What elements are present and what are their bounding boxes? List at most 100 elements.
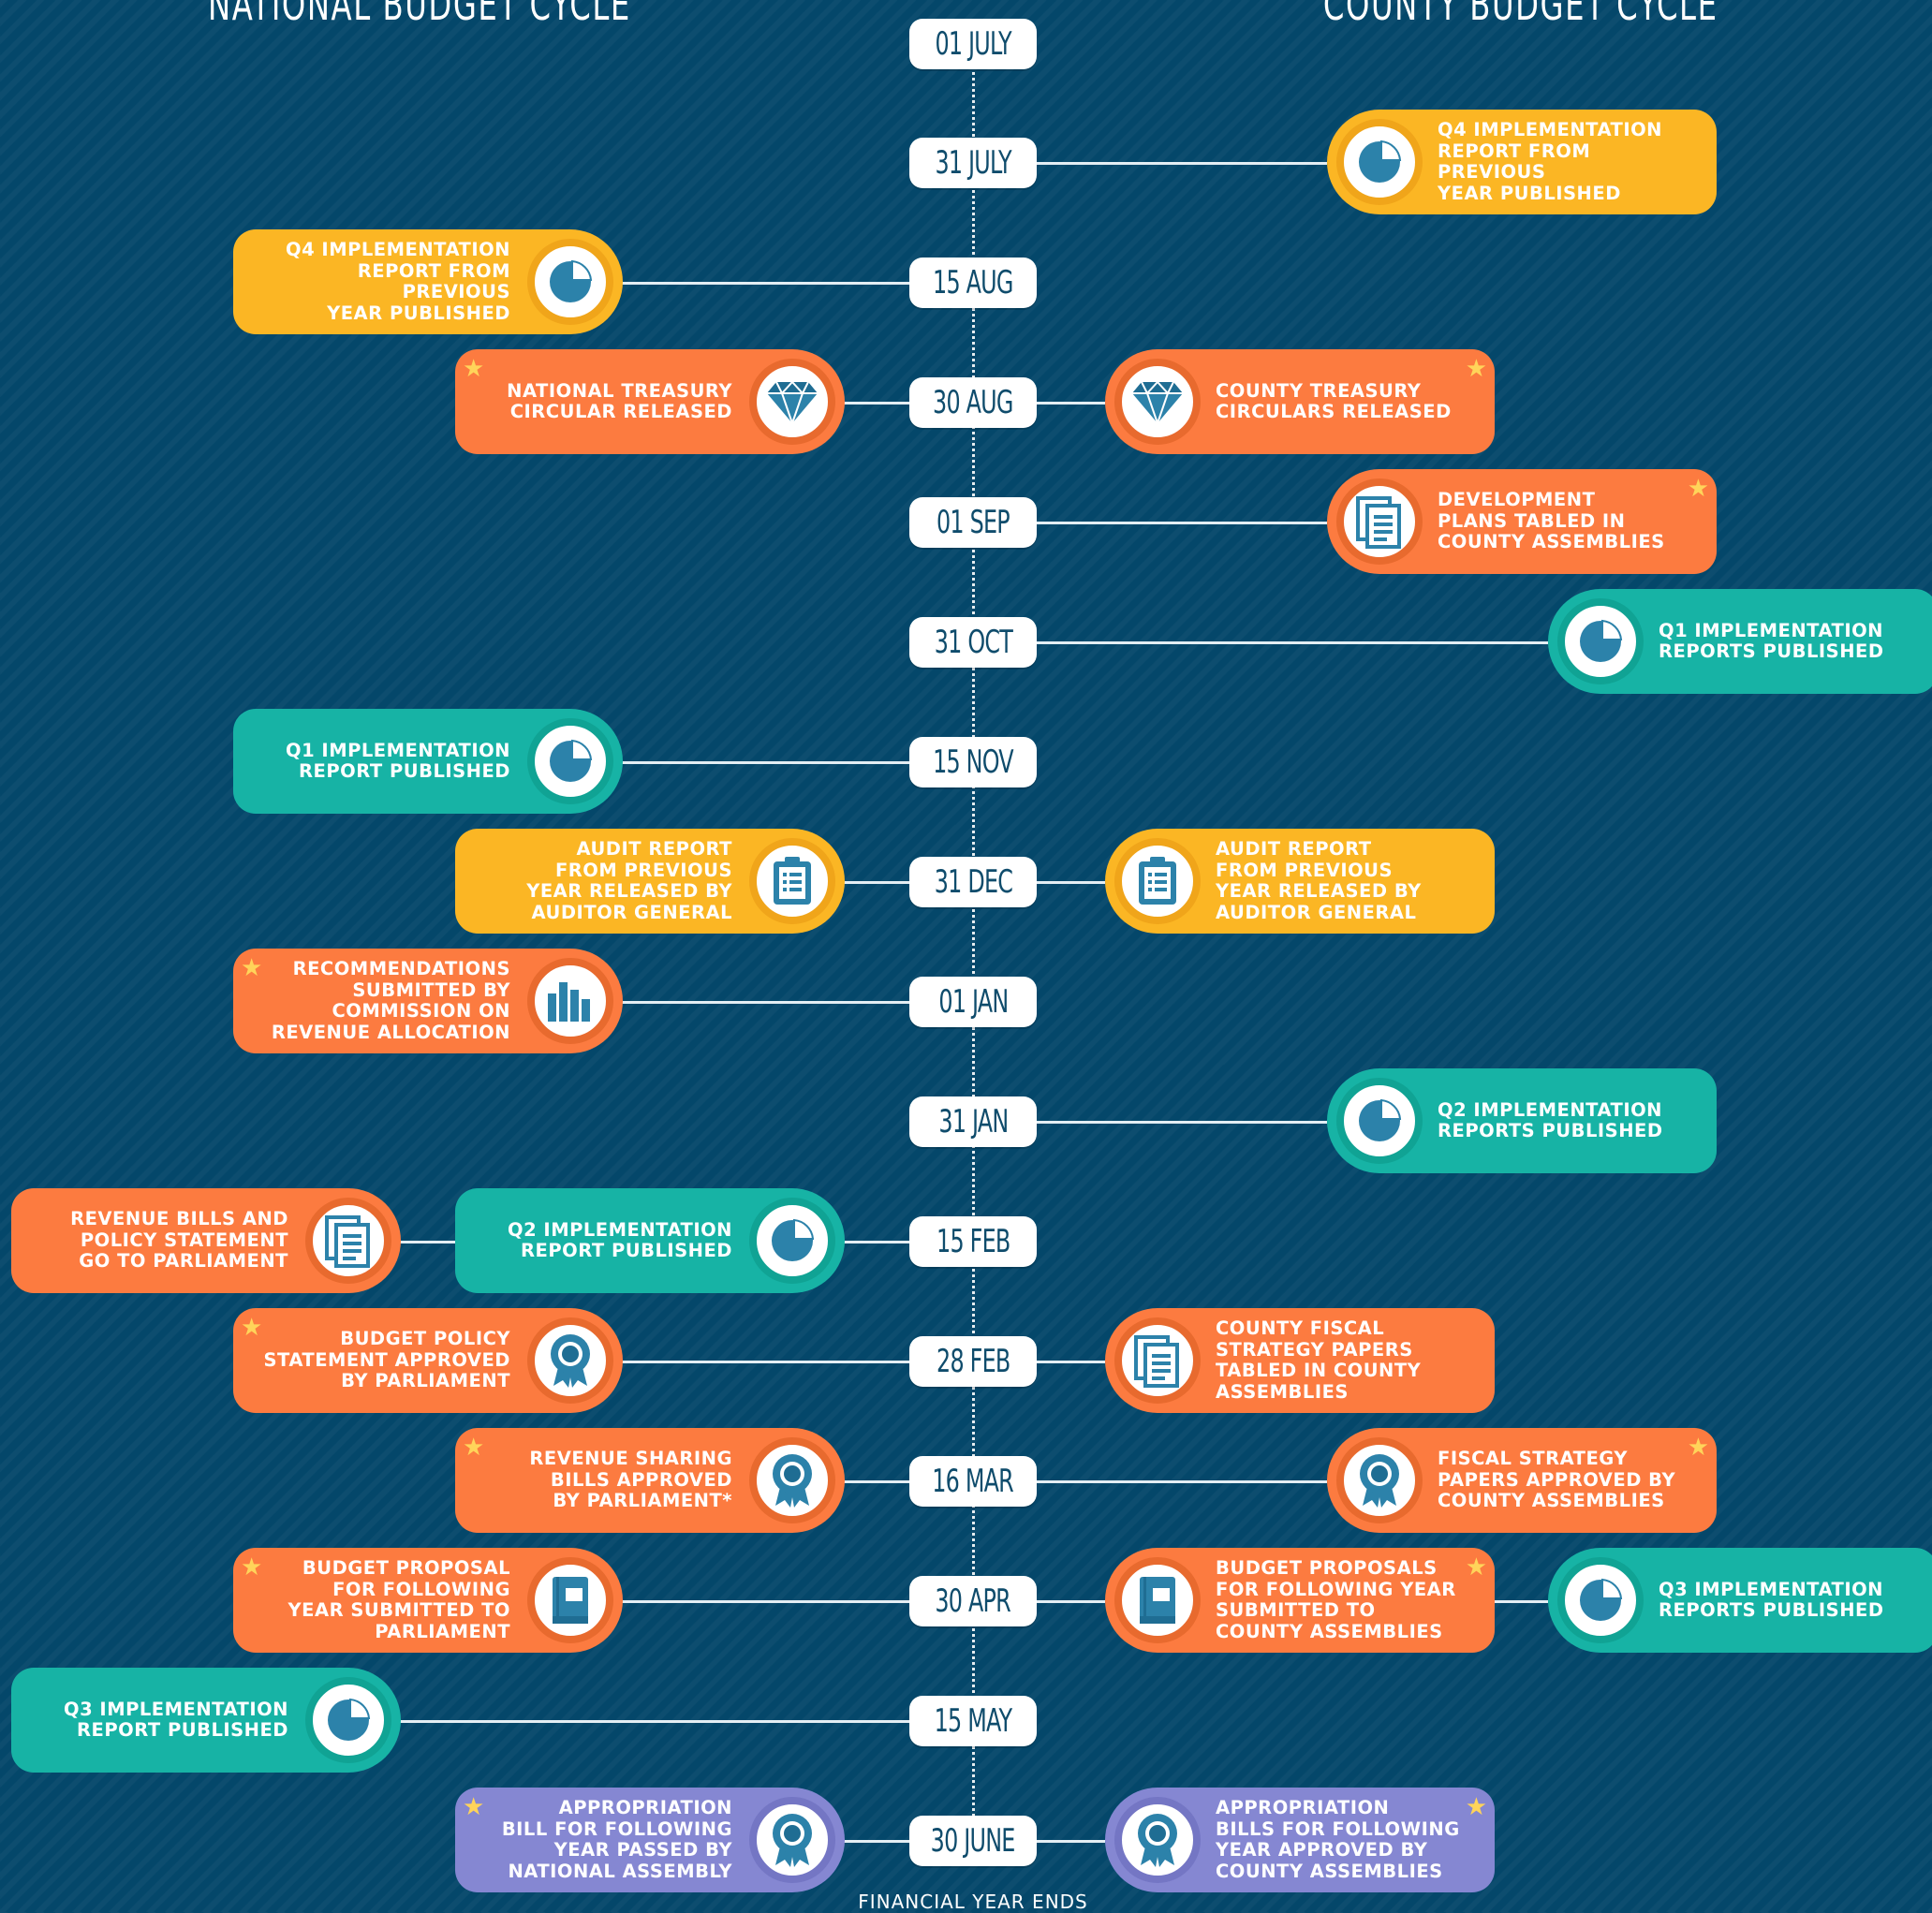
event-label: Q4 IMPLEMENTATION REPORT FROM PREVIOUS Y… — [286, 239, 510, 324]
event-card: ★BUDGET POLICY STATEMENT APPROVED BY PAR… — [233, 1308, 623, 1413]
national-cycle-title: NATIONAL BUDGET CYCLE — [208, 0, 631, 30]
date-pill: 15 NOV — [909, 737, 1037, 787]
date-pill: 16 MAR — [909, 1456, 1037, 1507]
date-label: 15 AUG — [933, 264, 1013, 302]
pie-chart-icon — [1557, 598, 1644, 684]
event-card: ★APPROPRIATION BILL FOR FOLLOWING YEAR P… — [455, 1788, 845, 1892]
date-label: 28 FEB — [936, 1343, 1010, 1380]
pie-chart-icon — [527, 718, 613, 804]
event-label: Q2 IMPLEMENTATION REPORT PUBLISHED — [508, 1218, 732, 1261]
event-card: REVENUE BILLS AND POLICY STATEMENT GO TO… — [11, 1188, 401, 1293]
bar-chart-icon — [527, 958, 613, 1044]
date-label: 31 OCT — [934, 624, 1012, 661]
connector-line — [618, 1001, 911, 1004]
date-label: 01 JAN — [938, 983, 1009, 1021]
event-label: BUDGET PROPOSALS FOR FOLLOWING YEAR SUBM… — [1216, 1557, 1456, 1642]
connector-line — [618, 1600, 911, 1603]
star-icon: ★ — [463, 1793, 485, 1821]
documents-icon — [305, 1198, 391, 1284]
connector-line — [1490, 1600, 1548, 1603]
connector-line — [839, 402, 911, 405]
event-label: Q4 IMPLEMENTATION REPORT FROM PREVIOUS Y… — [1438, 119, 1662, 204]
pie-chart-icon — [527, 239, 613, 325]
connector-line — [1035, 522, 1327, 524]
pie-chart-icon — [1336, 1078, 1423, 1164]
event-card: Q3 IMPLEMENTATION REPORTS PUBLISHED — [1548, 1548, 1932, 1653]
event-card: Q4 IMPLEMENTATION REPORT FROM PREVIOUS Y… — [233, 229, 623, 334]
date-pill: 15 AUG — [909, 258, 1037, 308]
pie-chart-icon — [749, 1198, 835, 1284]
diamond-icon — [749, 359, 835, 445]
connector-line — [1035, 162, 1327, 165]
event-label: COUNTY FISCAL STRATEGY PAPERS TABLED IN … — [1216, 1317, 1422, 1403]
diamond-icon — [1114, 359, 1201, 445]
event-card: Q1 IMPLEMENTATION REPORTS PUBLISHED — [1548, 589, 1932, 694]
date-pill: 01 JAN — [909, 977, 1037, 1027]
date-pill: 31 DEC — [909, 857, 1037, 907]
event-card: ★BUDGET PROPOSAL FOR FOLLOWING YEAR SUBM… — [233, 1548, 623, 1653]
event-label: APPROPRIATION BILLS FOR FOLLOWING YEAR A… — [1216, 1797, 1460, 1882]
event-card: ★FISCAL STRATEGY PAPERS APPROVED BY COUN… — [1327, 1428, 1717, 1533]
award-icon — [1336, 1437, 1423, 1523]
date-label: 31 JULY — [935, 144, 1011, 182]
book-icon — [527, 1557, 613, 1643]
event-label: RECOMMENDATIONS SUBMITTED BY COMMISSION … — [271, 958, 510, 1043]
event-card: AUDIT REPORT FROM PREVIOUS YEAR RELEASED… — [455, 829, 845, 934]
star-icon: ★ — [1687, 1434, 1709, 1462]
date-label: 01 SEP — [937, 504, 1010, 541]
date-label: 31 DEC — [934, 863, 1012, 901]
connector-line — [396, 1241, 457, 1243]
date-pill: 31 JAN — [909, 1096, 1037, 1147]
event-card: ★APPROPRIATION BILLS FOR FOLLOWING YEAR … — [1105, 1788, 1495, 1892]
date-label: 01 JULY — [935, 25, 1011, 63]
star-icon: ★ — [241, 1314, 263, 1342]
documents-icon — [1336, 478, 1423, 565]
connector-line — [1035, 641, 1548, 644]
star-icon: ★ — [1687, 475, 1709, 503]
event-label: Q2 IMPLEMENTATION REPORTS PUBLISHED — [1438, 1098, 1663, 1141]
connector-line — [1035, 1600, 1105, 1603]
event-label: Q1 IMPLEMENTATION REPORT PUBLISHED — [286, 739, 510, 782]
date-label: 30 AUG — [933, 384, 1013, 421]
connector-line — [839, 881, 911, 884]
date-label: 15 MAY — [934, 1702, 1012, 1740]
date-pill: 15 MAY — [909, 1696, 1037, 1746]
connector-line — [839, 1480, 911, 1483]
pie-chart-icon — [1336, 119, 1423, 205]
event-label: Q1 IMPLEMENTATION REPORTS PUBLISHED — [1659, 619, 1884, 662]
event-label: Q3 IMPLEMENTATION REPORTS PUBLISHED — [1659, 1578, 1884, 1621]
event-card: ★ COUNTY TREASURY CIRCULARS RELEASED — [1105, 349, 1495, 454]
connector-line — [618, 282, 911, 285]
date-pill: 28 FEB — [909, 1336, 1037, 1387]
connector-line — [1035, 1480, 1327, 1483]
event-label: NATIONAL TREASURY CIRCULAR RELEASED — [507, 379, 732, 422]
date-label: 30 APR — [935, 1582, 1011, 1620]
date-label: 15 NOV — [933, 743, 1014, 781]
event-card: Q2 IMPLEMENTATION REPORTS PUBLISHED — [1327, 1068, 1717, 1173]
event-card: Q4 IMPLEMENTATION REPORT FROM PREVIOUS Y… — [1327, 110, 1717, 214]
event-label: AUDIT REPORT FROM PREVIOUS YEAR RELEASED… — [1216, 838, 1422, 923]
star-icon: ★ — [241, 954, 263, 982]
connector-line — [1035, 881, 1105, 884]
award-icon — [749, 1437, 835, 1523]
event-label: REVENUE SHARING BILLS APPROVED BY PARLIA… — [529, 1448, 732, 1512]
star-icon: ★ — [1465, 355, 1487, 383]
event-label: REVENUE BILLS AND POLICY STATEMENT GO TO… — [70, 1208, 288, 1273]
event-card: ★ RECOMMENDATIONS SUBMITTED BY COMMISSION… — [233, 949, 623, 1053]
pie-chart-icon — [1557, 1557, 1644, 1643]
book-icon — [1114, 1557, 1201, 1643]
date-label: 31 JAN — [938, 1103, 1009, 1140]
clipboard-icon — [749, 838, 835, 924]
date-pill: 01 JULY — [909, 19, 1037, 69]
event-card: Q2 IMPLEMENTATION REPORT PUBLISHED — [455, 1188, 845, 1293]
connector-line — [1035, 1361, 1105, 1363]
pie-chart-icon — [305, 1677, 391, 1763]
event-card: ★NATIONAL TREASURY CIRCULAR RELEASED — [455, 349, 845, 454]
event-card: Q1 IMPLEMENTATION REPORT PUBLISHED — [233, 709, 623, 814]
connector-line — [1035, 1840, 1105, 1843]
event-label: COUNTY TREASURY CIRCULARS RELEASED — [1216, 379, 1452, 422]
documents-icon — [1114, 1317, 1201, 1404]
connector-line — [839, 1840, 911, 1843]
clipboard-icon — [1114, 838, 1201, 924]
connector-line — [839, 1241, 911, 1243]
